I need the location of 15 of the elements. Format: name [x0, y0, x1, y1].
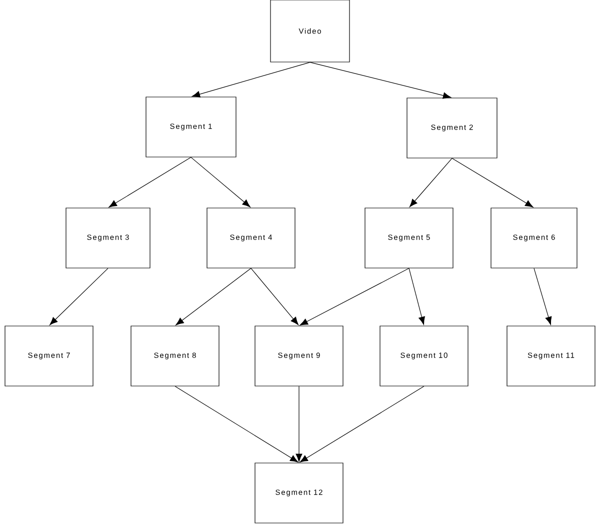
arrow: [176, 268, 252, 326]
arrow: [408, 268, 425, 325]
arrow: [310, 62, 452, 99]
arrow: [192, 62, 310, 98]
arrow: [190, 157, 250, 208]
arrow: [108, 157, 192, 208]
arrow: [534, 268, 552, 325]
arrow: [410, 158, 452, 208]
arrow: [300, 386, 424, 462]
arrow: [250, 268, 299, 326]
arrow: [452, 158, 534, 208]
arrow: [50, 268, 108, 326]
arrow: [296, 386, 302, 462]
arrow: [300, 268, 410, 326]
arrow: [174, 386, 298, 462]
